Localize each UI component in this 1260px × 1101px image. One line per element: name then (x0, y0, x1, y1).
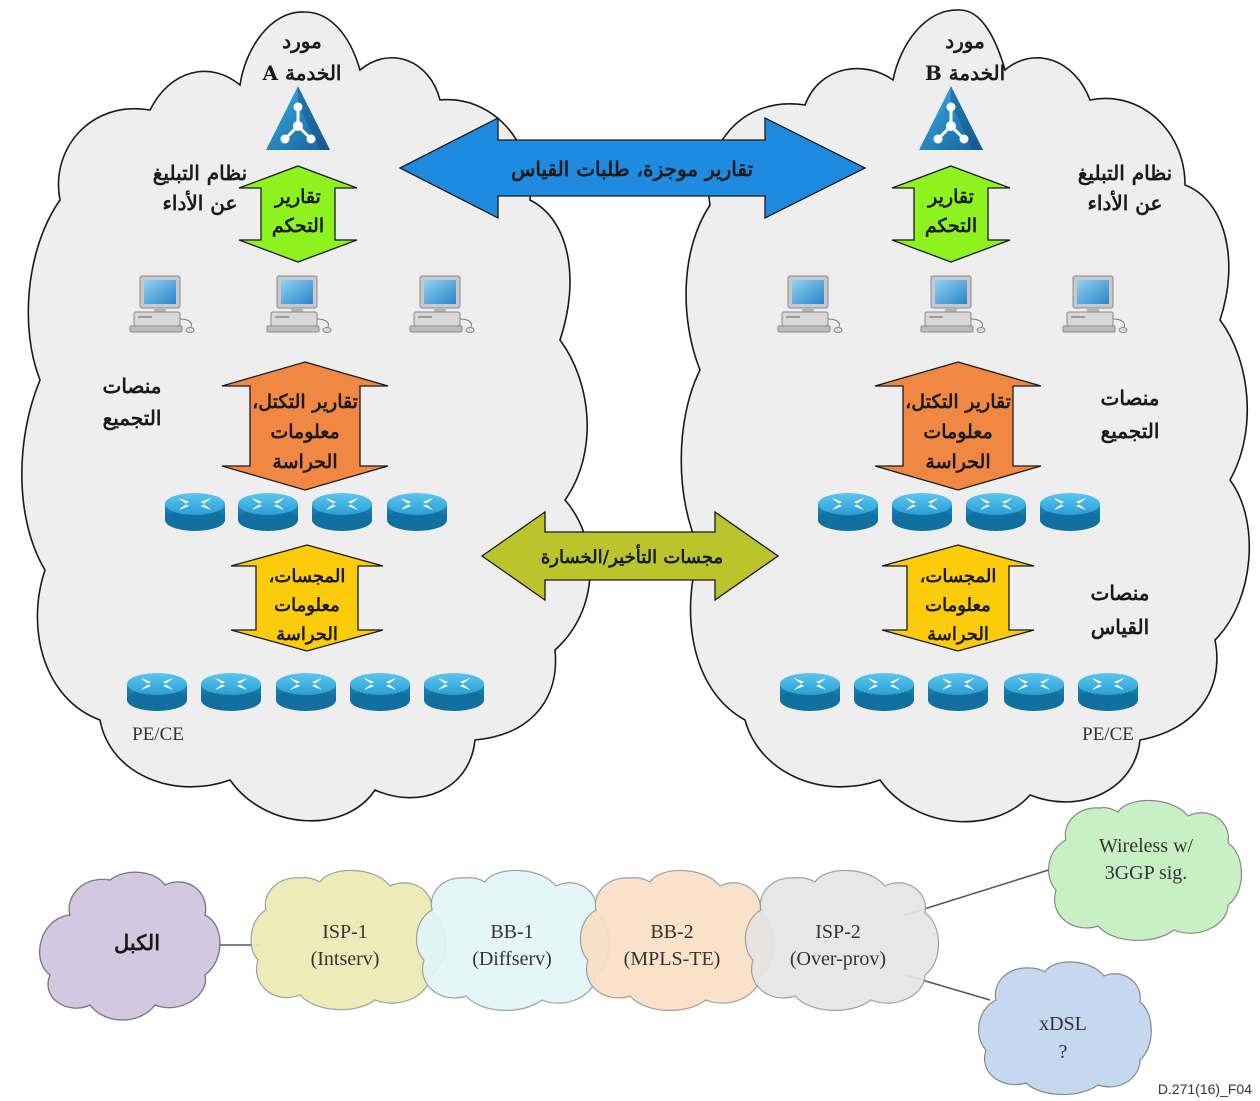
provider-a-edge-label: PE/CE (132, 724, 184, 745)
provider-a-control-2: التحكم (272, 215, 324, 237)
summary-reports-arrow (398, 116, 867, 220)
network-cloud-isp1 (250, 869, 446, 1011)
network-label-xdsl-1: xDSL (1039, 1013, 1087, 1035)
provider-b-aggregation-1: منصات (1100, 386, 1159, 410)
network-label-bb1-1: BB-1 (490, 921, 533, 943)
router-icon (201, 673, 261, 711)
provider-b-probe-arrow (881, 544, 1035, 652)
network-label-isp1-2: (Intserv) (311, 948, 380, 970)
router-icon (350, 673, 410, 711)
network-label-isp2-2: (Over-prov) (790, 948, 886, 970)
provider-a-probe-arrow (230, 544, 384, 652)
network-cloud-bb1 (415, 869, 610, 1011)
router-icon (312, 493, 372, 531)
network-label-isp2-1: ISP-2 (815, 921, 861, 943)
provider-a-title-1: مورد (282, 29, 322, 54)
router-icon (854, 673, 914, 711)
provider-a-cluster-1: تقارير التكتل، (252, 391, 358, 413)
network-label-isp1-1: ISP-1 (322, 921, 368, 943)
provider-b-measurement-2: القياس (1091, 615, 1149, 640)
network-label-wireless-2: 3GGP sig. (1105, 862, 1188, 884)
provider-b-control-2: التحكم (925, 215, 977, 237)
provider-a-title-2: الخدمة A (262, 61, 342, 85)
network-cloud-wireless (1048, 799, 1242, 941)
provider-a-control-1: تقارير (273, 186, 321, 208)
provider-b-edge-label: PE/CE (1082, 724, 1134, 745)
network-cloud-xdsl (978, 961, 1152, 1096)
router-icon (928, 673, 988, 711)
provider-b-control-arrow (891, 165, 1011, 263)
network-cloud-isp2 (744, 869, 939, 1011)
network-label-bb2-1: BB-2 (650, 921, 693, 943)
provider-b-probe-3: الحراسة (927, 624, 989, 645)
provider-b-title-2: الخدمة B (925, 61, 1005, 85)
router-icon (1078, 673, 1138, 711)
provider-b-reporting-2: عن الأداء (1088, 190, 1163, 216)
figure-id: D.271(16)_F04 (1158, 1081, 1252, 1097)
router-icon (966, 493, 1026, 531)
router-icon (780, 673, 840, 711)
provider-a-cluster-3: الحراسة (272, 451, 337, 473)
network-cloud-cable (39, 871, 221, 1021)
network-cloud-bb2 (579, 869, 774, 1011)
provider-b-cluster-arrow (874, 361, 1042, 491)
provider-a-cluster-2: معلومات (270, 421, 339, 443)
router-icon (1040, 493, 1100, 531)
delay-loss-probes-arrow (480, 510, 780, 602)
router-icon (238, 493, 298, 531)
network-label-wireless-1: Wireless w/ (1099, 835, 1194, 857)
router-icon (424, 673, 484, 711)
provider-a-probe-3: الحراسة (276, 624, 338, 645)
network-label-xdsl-2: ? (1059, 1041, 1068, 1063)
provider-b-measurement-1: منصات (1090, 581, 1149, 605)
provider-a-control-arrow (238, 165, 358, 263)
provider-b-aggregation-2: التجميع (1101, 419, 1160, 444)
router-icon (127, 673, 187, 711)
router-icon (892, 493, 952, 531)
provider-b-reporting-1: نظام التبليغ (1078, 161, 1172, 186)
provider-b-title-1: مورد (945, 29, 985, 54)
provider-a-reporting-1: نظام التبليغ (153, 161, 247, 186)
router-icon (818, 493, 878, 531)
provider-b-probe-1: المجسات، (920, 566, 997, 587)
router-icon (276, 673, 336, 711)
provider-a-reporting-2: عن الأداء (163, 190, 238, 216)
provider-b-cluster-3: الحراسة (925, 451, 990, 473)
provider-a-aggregation-2: التجميع (103, 406, 162, 431)
router-icon (1004, 673, 1064, 711)
provider-b-control-1: تقارير (926, 186, 974, 208)
provider-a-probe-2: معلومات (274, 595, 340, 616)
provider-a-aggregation-1: منصات (102, 374, 161, 398)
router-icon (387, 493, 447, 531)
network-label-cable: الكبل (114, 930, 160, 955)
router-icon (165, 493, 225, 531)
provider-b-cluster-1: تقارير التكتل، (905, 391, 1011, 413)
mid-arrow-label: مجسات التأخير/الخسارة (541, 544, 723, 568)
provider-b-cluster-2: معلومات (923, 421, 992, 443)
network-label-bb2-2: (MPLS-TE) (624, 948, 721, 970)
provider-b-probe-2: معلومات (925, 595, 991, 616)
provider-a-cluster-arrow (221, 361, 389, 491)
network-label-bb1-2: (Diffserv) (472, 948, 552, 970)
top-arrow-label: تقارير موجزة، طلبات القياس (511, 157, 754, 182)
provider-a-probe-1: المجسات، (269, 566, 346, 587)
